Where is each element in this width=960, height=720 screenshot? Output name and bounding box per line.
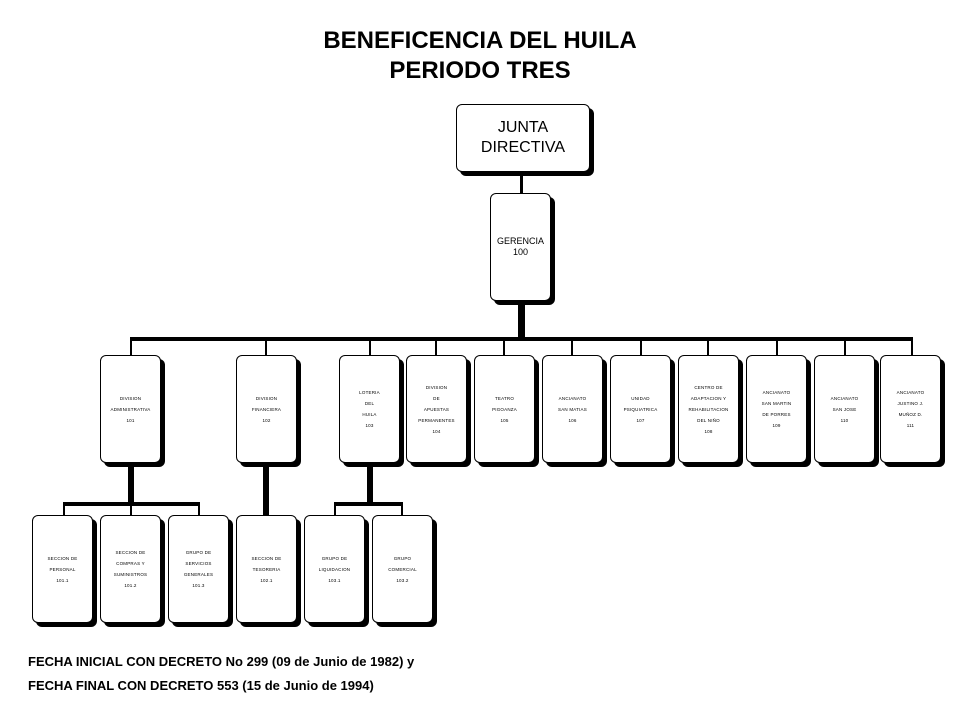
drop-unit-101 (130, 340, 132, 356)
title-line-2: PERIODO TRES (389, 57, 571, 84)
node-unit-107: UNIDAD PSIQUIATRICA 107 (610, 355, 671, 463)
drop-sub-103-2 (401, 505, 403, 516)
node-sub-103-2: GRUPO COMERCIAL 103.2 (372, 515, 433, 623)
drop-sub-101-1 (63, 505, 65, 516)
drop-unit-109 (776, 340, 778, 356)
drop-unit-102 (265, 340, 267, 356)
node-unit-104: DIVISION DE APUESTAS PERMANENTES 104 (406, 355, 467, 463)
drop-sub-101-3 (198, 505, 200, 516)
node-unit-109: ANCIANATO SAN MARTIN DE PORRES 109 (746, 355, 807, 463)
node-sub-103-1: GRUPO DE LIQUIDACION 103.1 (304, 515, 365, 623)
node-unit-103: LOTERIA DEL HUILA 103 (339, 355, 400, 463)
footer-line-2: FECHA FINAL CON DECRETO 553 (15 de Junio… (28, 678, 374, 693)
drop-unit-111 (911, 340, 913, 356)
footer-line-1: FECHA INICIAL CON DECRETO No 299 (09 de … (28, 654, 415, 669)
node-junta-directiva: JUNTA DIRECTIVA (456, 104, 590, 172)
drop-unit-108 (707, 340, 709, 356)
node-sub-102-1: SECCION DE TESORERIA 102.1 (236, 515, 297, 623)
connector-junta-gerencia (520, 170, 523, 194)
node-unit-101: DIVISION ADMINISTRATIVA 101 (100, 355, 161, 463)
node-sub-101-1: SECCION DE PERSONAL 101.1 (32, 515, 93, 623)
drop-unit-106 (571, 340, 573, 356)
drop-unit-107 (640, 340, 642, 356)
drop-unit-104 (435, 340, 437, 356)
node-unit-111: ANCIANATO JUSTINO J. MUÑOZ D. 111 (880, 355, 941, 463)
drop-unit-103 (369, 340, 371, 356)
connector-103-down (367, 462, 373, 504)
drop-unit-105 (503, 340, 505, 356)
drop-unit-110 (844, 340, 846, 356)
footer-notes: FECHA INICIAL CON DECRETO No 299 (09 de … (28, 654, 414, 702)
connector-gerencia-down (518, 300, 525, 340)
connector-103-bus (334, 502, 403, 506)
node-unit-108: CENTRO DE ADAPTACION Y REHABILITACION DE… (678, 355, 739, 463)
node-sub-101-3: GRUPO DE SERVICIOS GENERALES 101.3 (168, 515, 229, 623)
connector-units-bus (130, 337, 913, 341)
node-unit-110: ANCIANATO SAN JOSE 110 (814, 355, 875, 463)
connector-101-down (128, 462, 134, 504)
diagram-title: BENEFICENCIA DEL HUILA PERIODO TRES (0, 26, 960, 86)
node-unit-102: DIVISION FINANCIERA 102 (236, 355, 297, 463)
drop-sub-101-2 (130, 505, 132, 516)
title-line-1: BENEFICENCIA DEL HUILA (323, 27, 637, 54)
drop-sub-103-1 (334, 505, 336, 516)
node-unit-106: ANCIANATO SAN MATIAS 106 (542, 355, 603, 463)
node-unit-105: TEATRO PIGOANZA 105 (474, 355, 535, 463)
connector-102-down (263, 462, 269, 516)
node-gerencia: GERENCIA 100 (490, 193, 551, 301)
node-sub-101-2: SECCION DE COMPRAS Y SUMINISTROS 101.2 (100, 515, 161, 623)
connector-101-bus (63, 502, 200, 506)
